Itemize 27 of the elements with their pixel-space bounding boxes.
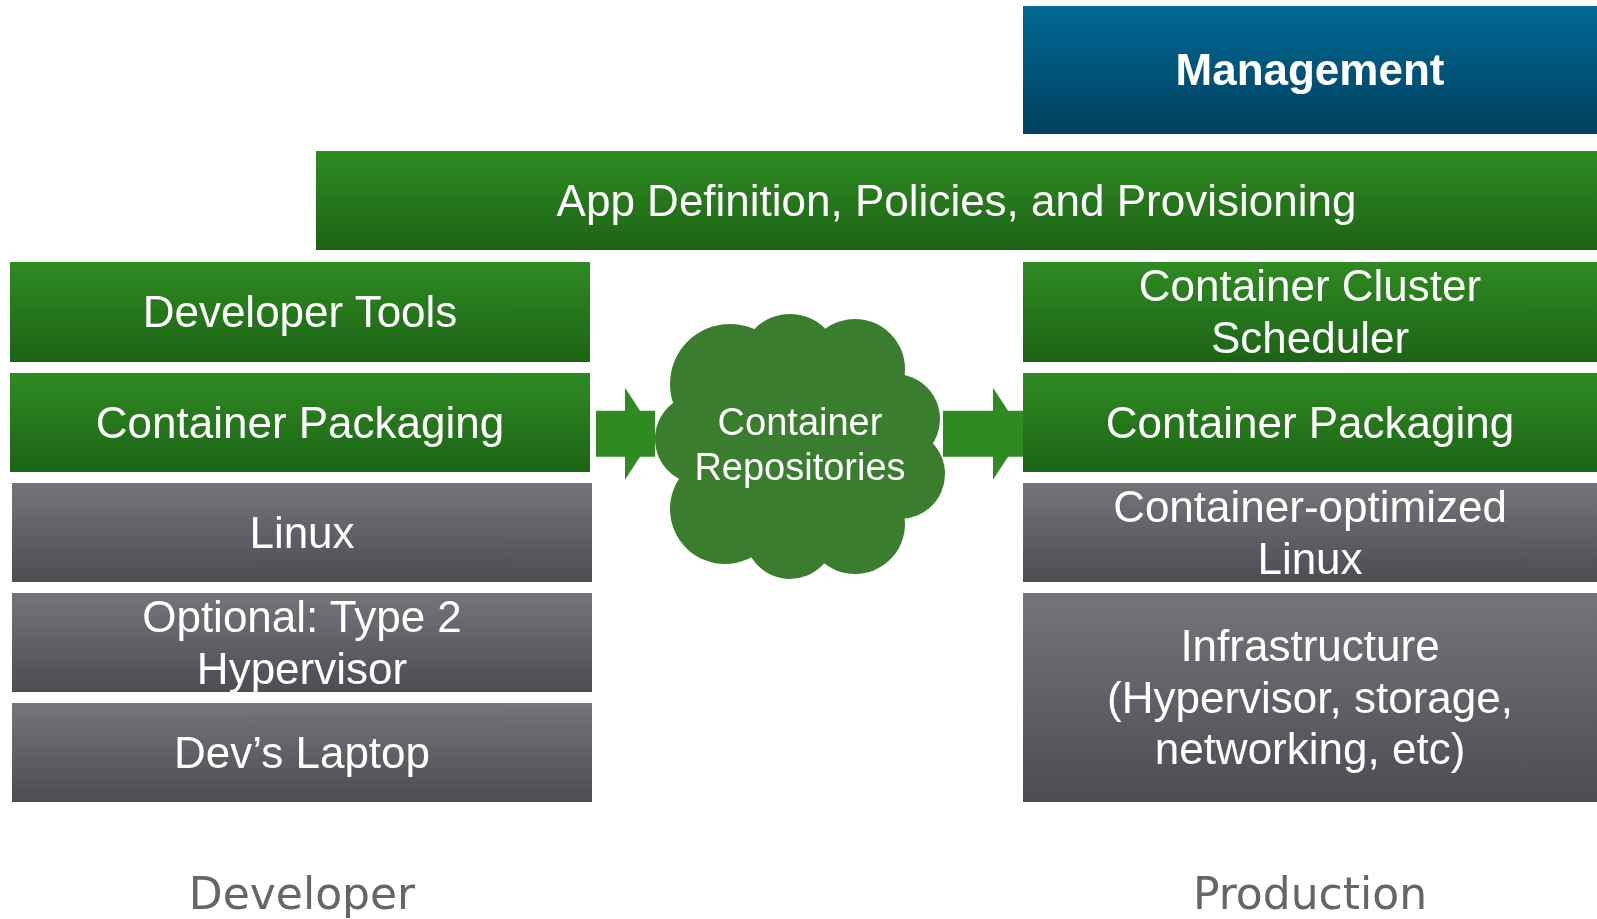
block-arrow bbox=[943, 387, 1023, 480]
layer-bar bbox=[12, 593, 592, 692]
layer-label: Container Cluster Scheduler bbox=[1137, 260, 1483, 364]
header-bar bbox=[1023, 6, 1597, 134]
layer-label: Infrastructure (Hypervisor, storage, networking, etc) bbox=[1106, 619, 1514, 776]
layer-bar bbox=[1023, 262, 1597, 362]
layer-bar bbox=[1023, 483, 1597, 582]
layer-label: App Definition, Policies, and Provisioning bbox=[556, 174, 1357, 227]
cloud-label: Container Repositories bbox=[693, 400, 907, 490]
layer-label: Container Packaging bbox=[1105, 396, 1515, 449]
layer-label: Container-optimized Linux bbox=[1112, 480, 1508, 585]
layer-bar bbox=[316, 151, 1597, 250]
layer-label: Container Packaging bbox=[95, 396, 505, 449]
layer-label: Management bbox=[1175, 44, 1445, 96]
layer-bar bbox=[12, 483, 592, 582]
block-arrow bbox=[596, 387, 655, 480]
layer-bar bbox=[1023, 593, 1597, 802]
layer-label: Developer Tools bbox=[142, 286, 458, 338]
layer-label: Optional: Type 2 Hypervisor bbox=[141, 590, 463, 695]
layer-label: Linux bbox=[249, 506, 355, 559]
layer-bar bbox=[10, 373, 590, 472]
layer-label: Dev’s Laptop bbox=[174, 726, 430, 779]
column-caption: Production bbox=[1191, 868, 1429, 919]
layer-bar bbox=[1023, 373, 1597, 472]
layer-bar bbox=[10, 262, 590, 362]
column-caption: Developer bbox=[187, 868, 417, 919]
layer-bar bbox=[12, 703, 592, 802]
